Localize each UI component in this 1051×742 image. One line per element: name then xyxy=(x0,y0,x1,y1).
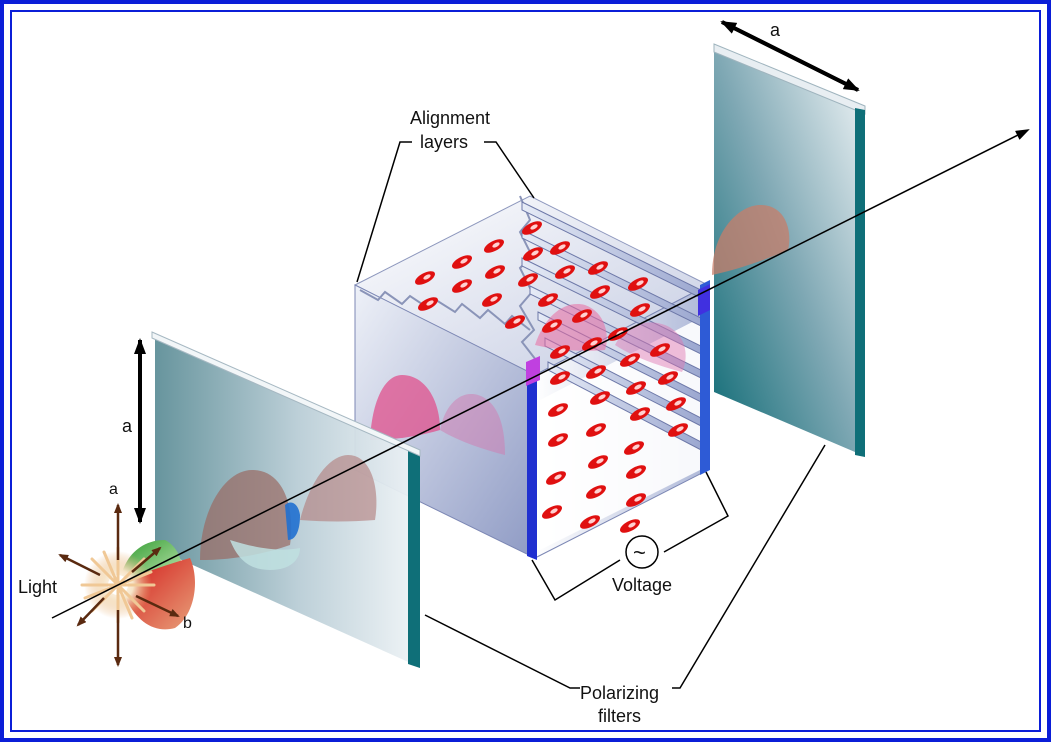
light-beam-axis xyxy=(51,129,1030,619)
lc-molecule-highlight xyxy=(460,258,468,264)
lc-molecule-highlight xyxy=(558,348,566,354)
lc-molecule-highlight xyxy=(530,224,538,230)
lc-molecule-highlight xyxy=(563,268,571,274)
lc-molecule-highlight xyxy=(666,374,674,380)
lc-molecule-highlight xyxy=(628,522,636,528)
lc-molecule-highlight xyxy=(598,394,606,400)
lc-molecule-highlight xyxy=(598,288,606,294)
lc-molecule-highlight xyxy=(493,268,501,274)
axis-label-a-left: a xyxy=(122,416,133,436)
lc-molecule-highlight xyxy=(634,384,642,390)
lc-molecule-highlight xyxy=(632,444,640,450)
lc-molecule-highlight xyxy=(554,474,562,480)
light-label: Light xyxy=(18,577,57,597)
right-polarizing-filter xyxy=(712,43,866,457)
polarizing-filters-label-line1: Polarizing xyxy=(580,683,659,703)
lc-molecule-highlight xyxy=(423,274,431,280)
lc-molecule-highlight xyxy=(558,374,566,380)
axis-label-a-top: a xyxy=(770,20,781,40)
lc-molecule-highlight xyxy=(492,242,500,248)
alignment-layers-label-line1: Alignment xyxy=(410,108,490,128)
lc-molecule-highlight xyxy=(594,488,602,494)
lc-molecule-highlight xyxy=(638,410,646,416)
lc-molecule-highlight xyxy=(580,312,588,318)
lc-molecule-highlight xyxy=(550,508,558,514)
light-source xyxy=(58,503,195,667)
lc-molecule-highlight xyxy=(588,518,596,524)
lc-molecule-highlight xyxy=(526,276,534,282)
frame-inner xyxy=(10,10,1041,732)
lc-molecule-highlight xyxy=(590,340,598,346)
alignment-layers-label-line2: layers xyxy=(420,132,468,152)
lc-molecule-highlight xyxy=(556,436,564,442)
axis-label-b-source: b xyxy=(183,615,192,632)
lc-molecule-highlight xyxy=(460,282,468,288)
lc-molecule-highlight xyxy=(550,322,558,328)
lc-molecule-highlight xyxy=(658,346,666,352)
lc-molecule-highlight xyxy=(638,306,646,312)
polarizing-filters-leaders xyxy=(424,444,826,689)
voltage-symbol: ~ xyxy=(633,540,646,565)
liquid-crystal-molecules xyxy=(415,221,688,533)
lc-molecule-highlight xyxy=(513,318,521,324)
lc-molecule-highlight xyxy=(596,458,604,464)
lc-molecule-highlight xyxy=(676,426,684,432)
lc-molecule-highlight xyxy=(628,356,636,362)
lc-molecule-highlight xyxy=(596,264,604,270)
polarizing-filters-label-line2: filters xyxy=(598,706,641,726)
lc-molecule-highlight xyxy=(594,368,602,374)
light-wave-left xyxy=(200,455,377,570)
lc-molecule-highlight xyxy=(594,426,602,432)
lc-molecule-highlight xyxy=(634,468,642,474)
lc-molecule-highlight xyxy=(531,250,539,256)
lc-molecule-highlight xyxy=(674,400,682,406)
voltage-label: Voltage xyxy=(612,575,672,595)
light-wave-in-cell xyxy=(370,304,686,455)
lc-molecule-highlight xyxy=(558,244,566,250)
lc-molecule-highlight xyxy=(490,296,498,302)
lc-molecule-highlight xyxy=(636,280,644,286)
alignment-layers-leaders xyxy=(356,141,535,283)
lc-molecule-highlight xyxy=(546,296,554,302)
lc-molecule-highlight xyxy=(426,300,434,306)
lc-molecule-highlight xyxy=(556,406,564,412)
axis-label-a-source: a xyxy=(109,481,118,498)
lc-molecule-highlight xyxy=(634,496,642,502)
dimension-arrow-top xyxy=(720,20,860,92)
voltage-circuit xyxy=(531,471,729,602)
